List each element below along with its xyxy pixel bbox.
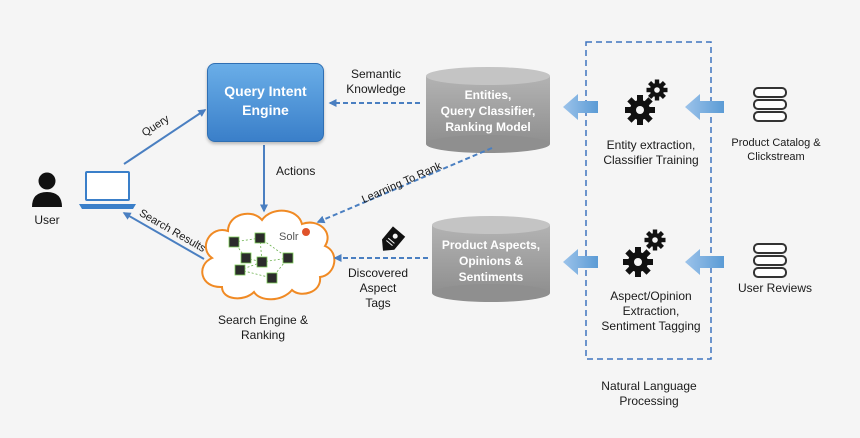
- search-engine-label: Search Engine & Ranking: [208, 313, 318, 343]
- actions-edge-label: Actions: [276, 164, 316, 178]
- aspects-db-line2: Opinions &: [459, 254, 523, 268]
- aspect-extraction-line1: Aspect/Opinion: [610, 289, 692, 303]
- query-intent-engine-box: Query Intent Engine: [207, 63, 324, 142]
- gears-icon-aspect: [623, 229, 666, 277]
- solr-logo: Solr: [279, 231, 299, 243]
- gears-icon-entity: [625, 79, 668, 125]
- semantic-knowledge-line1: Semantic: [350, 67, 402, 81]
- aspects-db-line3: Sentiments: [458, 270, 524, 284]
- nlp-group-line2: Processing: [619, 394, 679, 408]
- search-engine-line1: Search Engine &: [217, 313, 309, 327]
- product-catalog-db-icon: [753, 87, 787, 122]
- nlp-group-line1: Natural Language: [601, 379, 697, 393]
- aspects-db-label: Product Aspects, Opinions & Sentiments: [432, 237, 550, 285]
- aspect-extraction-line2: Extraction,: [622, 304, 680, 318]
- discovered-line2: Aspect: [359, 281, 397, 295]
- block-arrow-to-entities-db: [563, 94, 598, 120]
- search-results-arrow: [122, 212, 205, 260]
- entity-extraction-line1: Entity extraction,: [606, 138, 696, 152]
- aspects-db-line1: Product Aspects,: [441, 238, 541, 252]
- discovered-aspect-tags-edge-label: Discovered Aspect Tags: [346, 266, 410, 311]
- discovered-line1: Discovered: [347, 266, 409, 280]
- entities-db-label: Entities, Query Classifier, Ranking Mode…: [426, 87, 550, 135]
- entity-extraction-label: Entity extraction, Classifier Training: [596, 138, 706, 168]
- semantic-knowledge-edge-label: Semantic Knowledge: [340, 67, 412, 97]
- nlp-group-label: Natural Language Processing: [590, 379, 708, 409]
- product-catalog-label: Product Catalog & Clickstream: [726, 136, 826, 164]
- laptop-icon: [79, 171, 136, 209]
- user-reviews-db-icon: [753, 243, 787, 278]
- entity-extraction-line2: Classifier Training: [603, 153, 699, 167]
- block-arrow-from-reviews: [685, 249, 724, 275]
- aspect-extraction-label: Aspect/Opinion Extraction, Sentiment Tag…: [592, 289, 710, 334]
- nlp-group-box: [585, 41, 712, 360]
- user-label: User: [34, 213, 60, 227]
- product-catalog-line1: Product Catalog &: [731, 137, 821, 149]
- search-engine-cloud: [201, 209, 336, 301]
- query-arrow: [123, 109, 207, 165]
- query-intent-engine-line1: Query Intent: [224, 83, 307, 99]
- query-intent-engine-line2: Engine: [242, 102, 289, 118]
- search-engine-line2: Ranking: [240, 328, 286, 342]
- entities-db-cylinder: [426, 67, 550, 153]
- aspect-extraction-line3: Sentiment Tagging: [601, 319, 701, 333]
- tag-icon: [382, 226, 406, 251]
- discovered-line3: Tags: [365, 296, 391, 310]
- user-icon: [32, 172, 62, 207]
- semantic-knowledge-line2: Knowledge: [346, 82, 406, 96]
- user-reviews-label: User Reviews: [737, 281, 812, 295]
- aspects-db-cylinder: [432, 216, 550, 302]
- entities-db-line2: Query Classifier,: [440, 104, 536, 118]
- block-arrow-from-catalog: [685, 94, 724, 120]
- product-catalog-line2: Clickstream: [747, 151, 805, 163]
- block-arrow-to-aspects-db: [563, 249, 598, 275]
- entities-db-line3: Ranking Model: [445, 120, 531, 134]
- entities-db-line1: Entities,: [464, 88, 512, 102]
